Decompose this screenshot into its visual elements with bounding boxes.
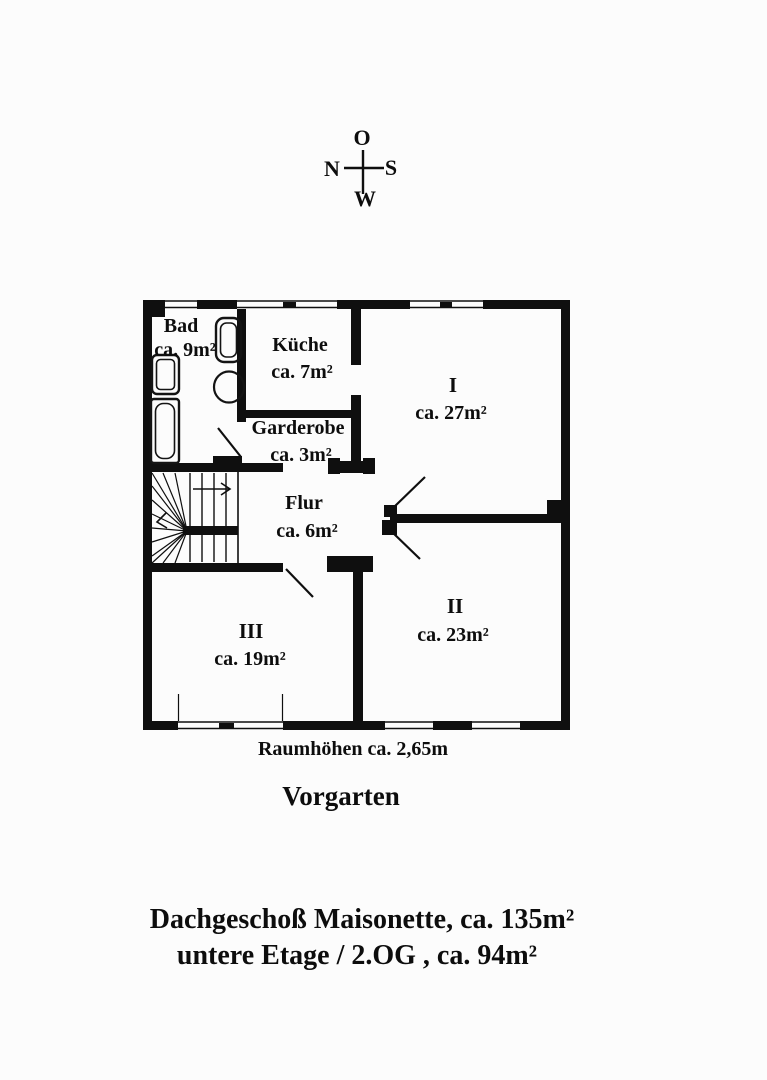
room-labels: Bad ca. 9m² Küche ca. 7m² Garderobe ca. … bbox=[154, 315, 489, 670]
window bbox=[472, 721, 520, 730]
room-label-flur: Flur bbox=[285, 492, 323, 514]
door-swing-bad bbox=[217, 427, 242, 458]
compass-east-label: O bbox=[353, 125, 370, 150]
door-swing-room1 bbox=[392, 476, 426, 509]
sink-icon bbox=[214, 316, 243, 364]
bath-fixtures bbox=[149, 316, 246, 465]
room-area-2: ca. 23m² bbox=[417, 624, 489, 646]
front-garden-label: Vorgarten bbox=[282, 781, 399, 811]
room-label-kueche: Küche bbox=[272, 334, 328, 356]
plan-title-line2: untere Etage / 2.OG , ca. 94m² bbox=[177, 940, 537, 971]
compass-rose: O N S W bbox=[324, 125, 397, 211]
stairs bbox=[151, 472, 239, 564]
room-area-1: ca. 27m² bbox=[415, 402, 487, 424]
room-area-flur: ca. 6m² bbox=[276, 520, 338, 542]
washer-icon bbox=[150, 353, 181, 396]
outer-walls bbox=[143, 300, 570, 730]
doors bbox=[217, 427, 426, 598]
plan-title-line1: Dachgeschoß Maisonette, ca. 135m² bbox=[150, 904, 574, 935]
room-label-garderobe: Garderobe bbox=[252, 417, 345, 439]
room-label-3: III bbox=[239, 619, 264, 643]
room-area-bad: ca. 9m² bbox=[154, 339, 216, 361]
compass-west-label: W bbox=[354, 186, 376, 211]
window bbox=[237, 300, 337, 309]
compass-south-label: S bbox=[385, 155, 397, 180]
room-label-bad: Bad bbox=[164, 315, 198, 337]
window bbox=[385, 721, 433, 730]
room-area-kueche: ca. 7m² bbox=[271, 361, 333, 383]
stairs-direction-arrow bbox=[155, 482, 232, 529]
toilet-icon bbox=[212, 370, 246, 404]
room-area-garderobe: ca. 3m² bbox=[270, 444, 332, 466]
room-area-3: ca. 19m² bbox=[214, 648, 286, 670]
door-swing-room2 bbox=[390, 530, 421, 560]
door-swing-room3 bbox=[285, 568, 314, 598]
room-label-2: II bbox=[447, 594, 463, 618]
windows bbox=[160, 300, 520, 730]
window bbox=[410, 300, 483, 309]
window bbox=[160, 300, 197, 309]
bathtub-icon bbox=[149, 397, 181, 465]
room-height-note: Raumhöhen ca. 2,65m bbox=[258, 738, 448, 760]
room-label-1: I bbox=[449, 373, 457, 397]
compass-north-label: N bbox=[324, 156, 340, 181]
window bbox=[177, 694, 284, 730]
interior-walls bbox=[143, 309, 561, 730]
